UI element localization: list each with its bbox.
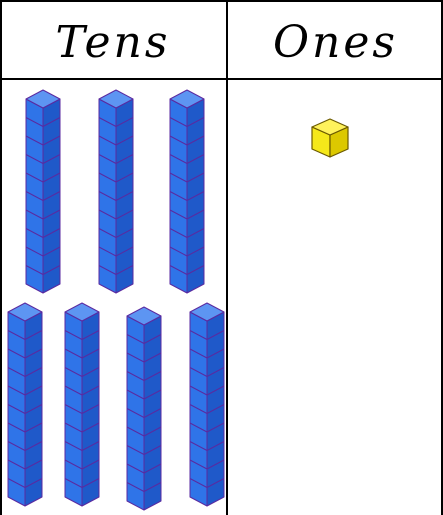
ten-rod xyxy=(8,303,42,506)
ten-rod xyxy=(170,90,204,293)
ten-rod xyxy=(99,90,133,293)
ten-rod xyxy=(65,303,99,506)
ten-rod xyxy=(26,90,60,293)
ones-cubes xyxy=(312,119,348,157)
ten-rod xyxy=(190,303,224,506)
one-cube xyxy=(312,119,348,157)
tens-rods xyxy=(8,90,224,510)
ten-rod xyxy=(127,307,161,510)
